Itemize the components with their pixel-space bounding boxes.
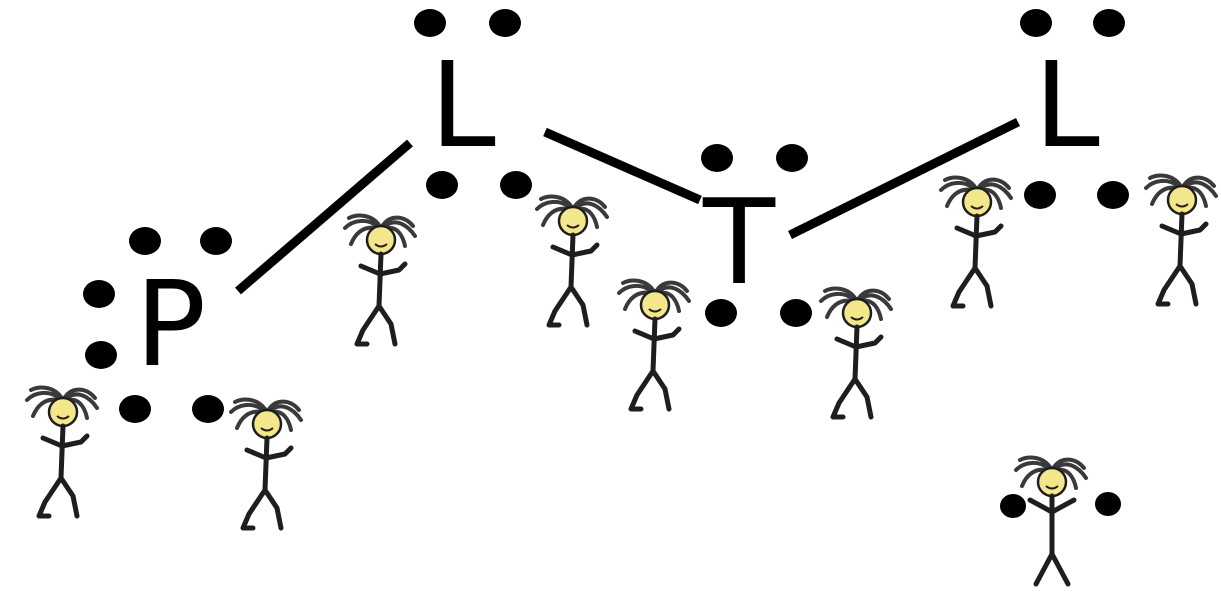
electron-dot [701, 144, 733, 172]
electron-dot [200, 227, 232, 255]
electron-dot [1024, 181, 1056, 209]
figure-body [354, 251, 408, 347]
figure-smile [56, 415, 70, 420]
figure-hair [535, 194, 609, 229]
bond-t-l [788, 117, 1020, 240]
figure-smile [850, 316, 864, 321]
figure-smile [1175, 203, 1189, 208]
electron-stick-figure [229, 397, 303, 531]
figure-hair [939, 175, 1013, 210]
figure-head [47, 396, 79, 428]
figure-body [546, 232, 600, 328]
atom-t-label: T [702, 173, 776, 311]
electron-stick-figure [343, 213, 417, 347]
electron-dot [129, 227, 161, 255]
electron-dot [780, 299, 812, 327]
figure-head [961, 186, 993, 218]
atom-l2-label: L [1034, 36, 1100, 174]
figure-head [251, 408, 283, 440]
figure-smile [970, 205, 984, 210]
electron-stick-figure [819, 286, 893, 420]
electron-dot [83, 280, 115, 308]
figure-body [1027, 493, 1077, 587]
electron-dot [426, 171, 458, 199]
electron-stick-figure [535, 194, 609, 328]
figure-head [365, 224, 397, 256]
electron-dot [192, 395, 224, 423]
figure-smile [1045, 485, 1059, 490]
electron-dot [85, 341, 117, 369]
electron-dot [414, 9, 446, 37]
electron-stick-figure [617, 278, 691, 412]
figure-smile [260, 427, 274, 432]
figure-hair [1144, 173, 1218, 208]
figure-smile [648, 308, 662, 313]
bond-l-t [543, 127, 702, 205]
figure-body [950, 213, 1004, 309]
figure-body [240, 435, 294, 531]
figure-head [841, 297, 873, 329]
figure-body [830, 324, 884, 420]
figure-smile [374, 243, 388, 248]
electron-dot [1095, 492, 1121, 516]
figure-hair [343, 213, 417, 248]
electron-dot [1093, 9, 1125, 37]
electron-dot [119, 395, 151, 423]
bonds [235, 117, 1020, 295]
atom-p-label: P [135, 255, 206, 393]
figure-head [639, 289, 671, 321]
atoms: P L T L [135, 36, 1100, 393]
electron-dot [776, 144, 808, 172]
electron-dot [705, 299, 737, 327]
electron-dot [1000, 494, 1026, 518]
atom-l-label: L [430, 36, 496, 174]
electron-stick-figure [939, 175, 1013, 309]
electron-dot [500, 171, 532, 199]
figure-hair [1014, 455, 1088, 490]
electron-stick-figure [25, 385, 99, 519]
stick-figures [25, 173, 1218, 587]
electron-stick-figure [1144, 173, 1218, 307]
figure-head [1036, 466, 1068, 498]
electron-dots [83, 9, 1129, 518]
electron-dot [1020, 9, 1052, 37]
figure-body [628, 316, 682, 412]
figure-head [1166, 184, 1198, 216]
figure-head [557, 205, 589, 237]
figure-smile [566, 224, 580, 229]
electron-dot [1097, 181, 1129, 209]
electron-dot [489, 9, 521, 37]
figure-body [36, 423, 90, 519]
electron-stick-figure [1014, 455, 1088, 587]
figure-body [1155, 211, 1209, 307]
bond-p-l [235, 139, 413, 295]
